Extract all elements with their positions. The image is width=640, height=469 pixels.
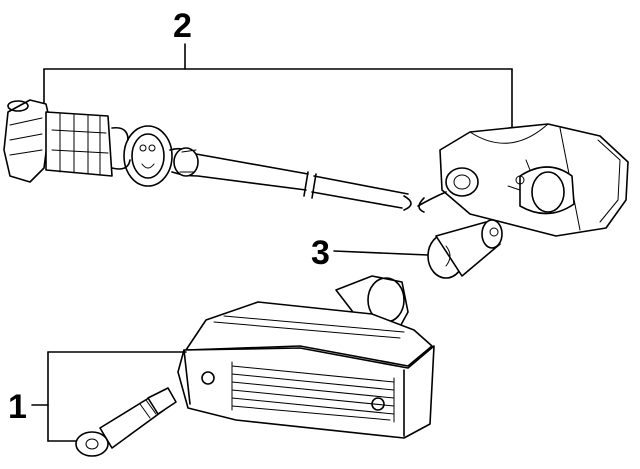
callout-3-group: 3 (311, 234, 429, 272)
socket-harness (3, 99, 629, 237)
callout-2-group: 2 (43, 7, 513, 129)
left-socket (3, 99, 173, 187)
callout-1-label: 1 (8, 388, 27, 426)
callout-3-leader (333, 250, 429, 256)
bulb (427, 219, 503, 279)
right-socket (417, 123, 629, 237)
mounting-bolt (75, 387, 177, 457)
lamp-assembly (177, 275, 435, 439)
callout-3-label: 3 (311, 234, 330, 272)
lens-ribs (231, 361, 395, 423)
callout-1-group: 1 (8, 351, 187, 442)
wire (169, 147, 412, 211)
callout-2-label: 2 (173, 7, 192, 45)
